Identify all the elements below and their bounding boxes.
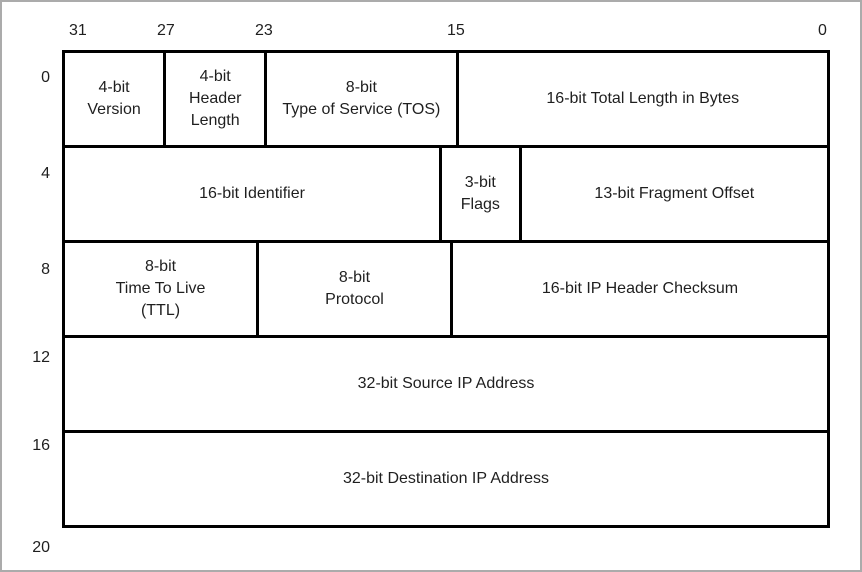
byte-offset-label-8: 8 [41, 261, 50, 278]
table-row-word-3: 32-bit Source IP Address [65, 338, 827, 433]
bit-position-label-15: 15 [447, 22, 465, 39]
table-row-word-1: 16-bit Identifier 3-bit Flags 13-bit Fra… [65, 148, 827, 243]
cell-type-of-service: 8-bit Type of Service (TOS) [267, 53, 459, 145]
cell-flags: 3-bit Flags [442, 148, 522, 240]
byte-offset-label-0: 0 [41, 69, 50, 86]
cell-destination-ip: 32-bit Destination IP Address [342, 470, 550, 487]
table-row-word-2: 8-bit Time To Live (TTL) 8-bit Protocol … [65, 243, 827, 338]
bit-position-label-0: 0 [818, 22, 827, 39]
header-field-grid: 4-bit Version 4-bit Header Length 8-bit … [62, 50, 830, 528]
bit-position-label-27: 27 [157, 22, 175, 39]
bit-position-label-31: 31 [69, 22, 87, 39]
cell-fragment-offset: 13-bit Fragment Offset [594, 185, 755, 202]
cell-header-checksum: 16-bit IP Header Checksum [541, 280, 739, 297]
byte-offset-label-20: 20 [32, 539, 50, 556]
bit-position-label-23: 23 [255, 22, 273, 39]
byte-offset-label-12: 12 [32, 349, 50, 366]
byte-offset-label-16: 16 [32, 437, 50, 454]
cell-protocol: 8-bit Protocol [259, 243, 453, 335]
cell-time-to-live: 8-bit Time To Live (TTL) [65, 243, 259, 335]
cell-source-ip: 32-bit Source IP Address [357, 375, 535, 392]
byte-offset-label-4: 4 [41, 165, 50, 182]
cell-header-length: 4-bit Header Length [166, 53, 268, 145]
cell-identifier: 16-bit Identifier [65, 148, 442, 240]
cell-total-length: 16-bit Total Length in Bytes [546, 90, 740, 107]
cell-version: 4-bit Version [65, 53, 167, 145]
table-row-word-0: 4-bit Version 4-bit Header Length 8-bit … [65, 53, 827, 148]
table-row-word-4: 32-bit Destination IP Address [65, 433, 827, 525]
